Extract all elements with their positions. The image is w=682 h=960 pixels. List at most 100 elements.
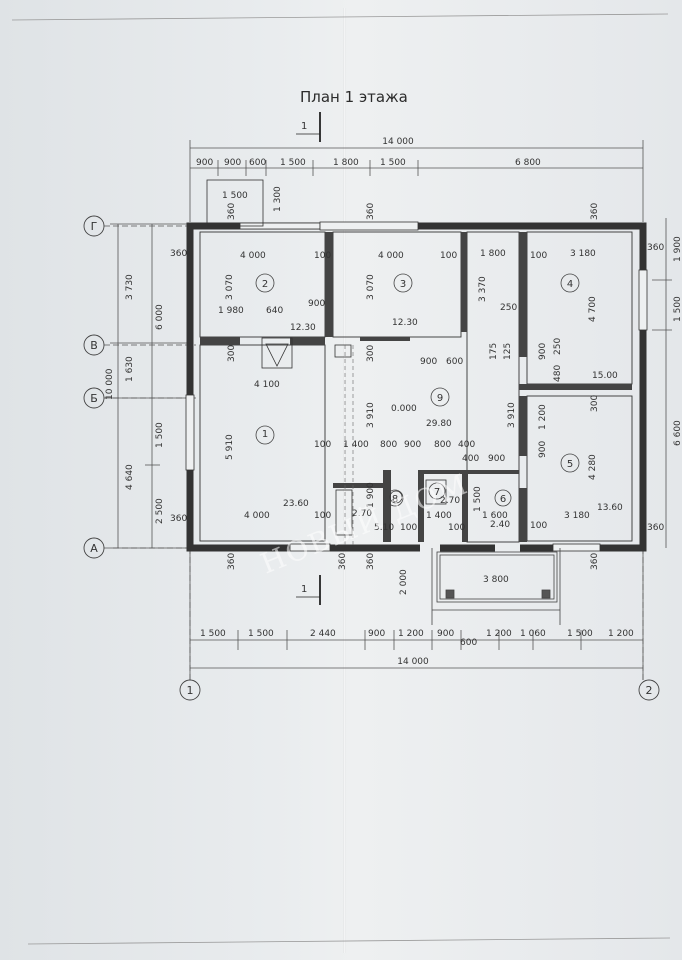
dim-label: 4 100 xyxy=(254,380,280,390)
dim-label: 250 xyxy=(553,338,563,355)
dim-label: 360 xyxy=(170,249,187,259)
left-dim: 3 730 xyxy=(125,274,135,300)
axis-label-g: Г xyxy=(91,220,98,233)
dim-overall-bottom: 14 000 xyxy=(397,657,429,667)
bottom-dim: 900 xyxy=(437,629,454,639)
top-dim: 1 800 xyxy=(333,158,359,168)
room-area: 2.70 xyxy=(352,509,372,519)
room-area: 23.60 xyxy=(283,499,309,509)
left-dim: 2 500 xyxy=(155,498,165,524)
dim-label: 900 xyxy=(404,440,421,450)
dim-label: 360 xyxy=(590,553,600,570)
dim-label: 360 xyxy=(338,553,348,570)
top-dim: 1 500 xyxy=(280,158,306,168)
room-number: 4 xyxy=(567,279,573,290)
dim-label: 100 xyxy=(400,523,417,533)
dim-label: 360 xyxy=(170,514,187,524)
left-dim: 1 630 xyxy=(125,356,135,382)
room-area: 15.00 xyxy=(592,371,618,381)
left-dimension-chain: 3 730 1 630 4 640 10 000 6 000 1 500 2 5… xyxy=(105,274,165,524)
dim-label: 900 xyxy=(488,454,505,464)
bottom-dim: 1 500 xyxy=(248,629,274,639)
room-dimensions: 4 000 4 000 3 180 4 000 3 180 1 600 1 40… xyxy=(225,249,598,521)
bottom-dim: 1 500 xyxy=(567,629,593,639)
axis-label-2: 2 xyxy=(646,684,653,697)
dim-label: 100 xyxy=(314,251,331,261)
top-dim: 6 800 xyxy=(515,158,541,168)
dim-label: 1 500 xyxy=(222,191,248,201)
room-area: 12.30 xyxy=(290,323,316,333)
bottom-dimension-chain: 1 500 1 500 2 440 900 1 200 900 1 200 1 … xyxy=(200,629,634,648)
room-area: 2.70 xyxy=(440,496,460,506)
room-area: 13.60 xyxy=(597,503,623,513)
bottom-dim-extra: 600 xyxy=(460,638,477,648)
dim-label: 1 200 xyxy=(538,404,548,430)
dim-label: 1 500 xyxy=(473,486,483,512)
dim-label: 360 xyxy=(227,203,237,220)
top-dim: 600 xyxy=(249,158,266,168)
room-number: 1 xyxy=(262,429,268,440)
room-dim: 4 000 xyxy=(244,511,270,521)
room-dim: 1 400 xyxy=(426,511,452,521)
room-number: 8 xyxy=(392,494,398,505)
dim-label: 3 370 xyxy=(478,276,488,302)
right-dim: 1 900 xyxy=(673,236,682,262)
room-dim: 4 000 xyxy=(240,251,266,261)
dim-label: 100 xyxy=(440,251,457,261)
dim-label: 360 xyxy=(647,243,664,253)
dim-label: 640 xyxy=(266,306,283,316)
left-dim: 4 640 xyxy=(125,464,135,490)
section-mark-top: 1 xyxy=(301,121,307,132)
room-dim: 3 180 xyxy=(564,511,590,521)
room-dim: 4 000 xyxy=(378,251,404,261)
dim-label: 5.10 xyxy=(374,523,394,533)
dim-label: 800 xyxy=(434,440,451,450)
room-number: 9 xyxy=(437,393,443,404)
dim-label: 800 xyxy=(380,440,397,450)
dim-label: 175 xyxy=(489,343,499,360)
bottom-dim: 1 060 xyxy=(520,629,546,639)
dim-label: 100 xyxy=(314,511,331,521)
top-dimension-chain: 900 900 600 1 500 1 800 1 500 6 800 xyxy=(196,158,541,168)
dim-label: 2 000 xyxy=(399,569,409,595)
dim-label: 1 400 xyxy=(343,440,369,450)
dim-label: 400 xyxy=(462,454,479,464)
room-dim: 3 910 xyxy=(507,402,517,428)
drawing-title: План 1 этажа xyxy=(300,88,408,106)
room-area: 2.40 xyxy=(490,520,510,530)
dim-label: 3 800 xyxy=(483,575,509,585)
dim-label: 900 xyxy=(538,343,548,360)
room-number: 6 xyxy=(500,494,506,505)
room-dim: 3 070 xyxy=(225,274,235,300)
room-dim: 3 070 xyxy=(366,274,376,300)
dim-label: 100 xyxy=(314,440,331,450)
dim-label: 360 xyxy=(366,553,376,570)
room-dim: 5 910 xyxy=(225,434,235,460)
dim-label: 900 xyxy=(308,299,325,309)
right-dimension-chain: 1 900 1 500 6 600 xyxy=(673,236,682,446)
dim-label: 480 xyxy=(553,365,563,382)
dim-label: 300 xyxy=(366,345,376,362)
room-dim: 1 900 xyxy=(366,482,376,508)
dim-label: 900 xyxy=(420,357,437,367)
room-dim: 4 280 xyxy=(588,454,598,480)
room-area: 29.80 xyxy=(426,419,452,429)
top-dim: 900 xyxy=(224,158,241,168)
bottom-dim: 1 200 xyxy=(608,629,634,639)
dim-label: 1 800 xyxy=(480,249,506,259)
dim-label: 900 xyxy=(538,441,548,458)
dim-label: 600 xyxy=(446,357,463,367)
dim-label: 300 xyxy=(590,395,600,412)
section-mark-bottom: 1 xyxy=(301,584,307,595)
top-dim: 900 xyxy=(196,158,213,168)
left-dim: 1 500 xyxy=(155,422,165,448)
dim-label: 100 xyxy=(530,251,547,261)
left-dim: 6 000 xyxy=(155,304,165,330)
dim-label: 300 xyxy=(227,345,237,362)
right-dim: 6 600 xyxy=(673,420,682,446)
top-dim: 1 500 xyxy=(380,158,406,168)
axis-label-v: В xyxy=(90,339,98,352)
dim-label: 125 xyxy=(503,343,513,360)
room-number: 2 xyxy=(262,279,268,290)
